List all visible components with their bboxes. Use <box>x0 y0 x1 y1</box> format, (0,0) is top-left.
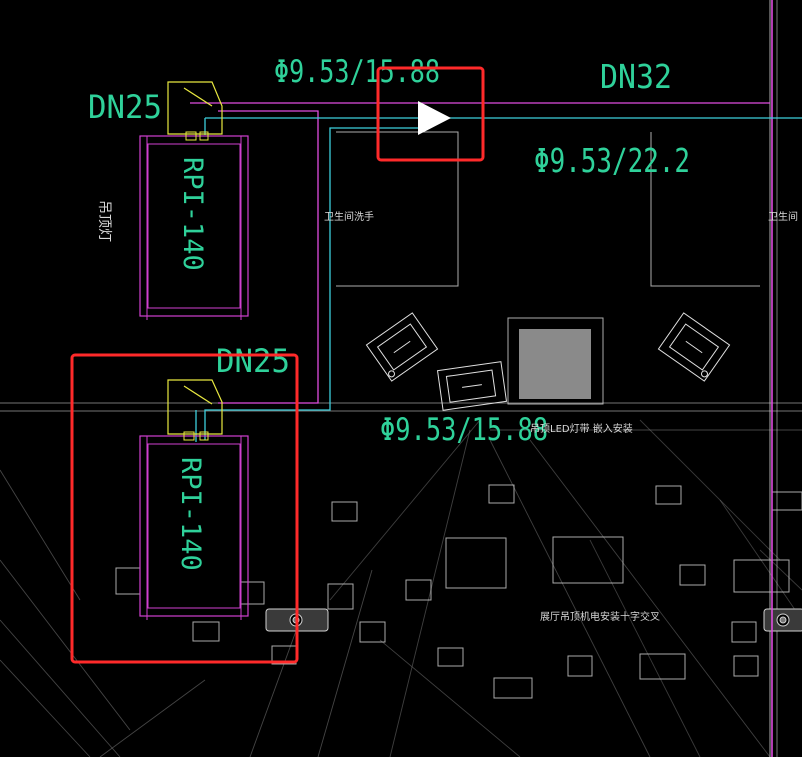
indoor-unit-upper <box>139 81 249 320</box>
note-room-right: 卫生间 <box>768 210 798 223</box>
unit-label-upper: RPI-140 <box>177 157 208 271</box>
label-pipe-top-left: Φ9.53/15.88 <box>274 54 440 90</box>
highlight-box-arrow[interactable] <box>376 66 485 162</box>
pipe-cyan <box>195 117 802 442</box>
label-pipe-main: DN32 <box>600 57 672 96</box>
projector-symbol-2 <box>436 361 508 411</box>
construction-lines <box>0 402 802 757</box>
highlight-box-lower-unit[interactable] <box>70 353 299 664</box>
note-led: 吊顶LED灯带 嵌入安装 <box>530 422 633 435</box>
label-drain-upper: DN25 <box>88 88 162 126</box>
play-arrow-icon[interactable] <box>418 101 451 135</box>
note-side-upper: 吊顶灯 <box>96 200 112 242</box>
projector-symbol-3 <box>657 312 731 382</box>
device-symbol-right <box>763 608 802 632</box>
note-room-mid: 卫生间洗手 <box>324 210 374 223</box>
label-drain-lower: DN25 <box>216 342 290 380</box>
note-floor: 展厅吊顶机电安装十字交叉 <box>540 610 660 623</box>
label-pipe-bottom: Φ9.53/15.88 <box>380 412 548 448</box>
pipe-magenta <box>190 0 773 757</box>
unit-label-lower: RPI-140 <box>175 457 206 571</box>
grey-fill-block <box>519 329 591 399</box>
projector-symbol-1 <box>365 312 439 382</box>
indoor-unit-lower <box>139 379 249 620</box>
ceiling-device-boxes <box>115 484 802 699</box>
label-pipe-right: Φ9.53/22.2 <box>534 141 690 180</box>
